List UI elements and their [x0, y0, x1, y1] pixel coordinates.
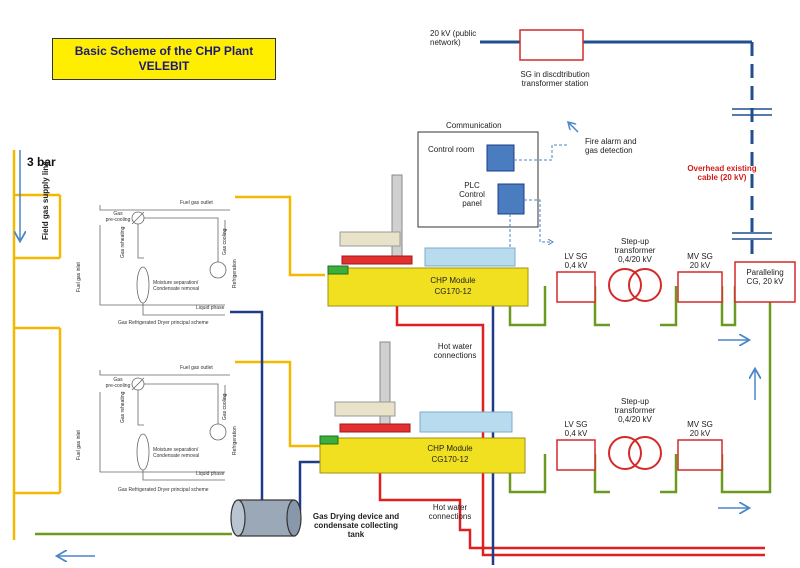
paralleling-box [734, 261, 796, 303]
public-network-label: 20 kV (public network) [430, 29, 477, 48]
chp-module-2-model: CG170-12 [431, 455, 469, 464]
title-line-1: Basic Scheme of the CHP Plant [74, 44, 254, 58]
chp-module-1-graphic [327, 174, 529, 307]
dryer-1-gas-cooling: Gas cooling [222, 228, 228, 255]
dryer-2-gas-cooling: Gas cooling [222, 393, 228, 420]
sg-distribution-label: SG in discdtribution transformer station [520, 70, 590, 89]
network-line [480, 40, 772, 265]
fire-alarm-label: Fire alarm and gas detection [585, 137, 637, 156]
communication-label: Communication [446, 121, 502, 130]
transformer-2-coil-b [628, 436, 662, 470]
transformer-1-coil-a [608, 268, 642, 302]
title-box: Basic Scheme of the CHP Plant VELEBIT [52, 38, 276, 80]
overhead-cable-label: Overhead existing cable (20 kV) [687, 164, 757, 183]
chp-module-2-graphic [319, 341, 526, 474]
transformer-1-coil-b [628, 268, 662, 302]
plc-label: PLC Control panel [459, 181, 485, 209]
transformer-2-label: Step-up transformer 0,4/20 kV [614, 397, 656, 425]
dryer-2-gas-reheating: Gas reheating [120, 391, 126, 423]
mv-sg-box-1 [677, 271, 723, 303]
paralleling-label: Paralleling CG, 20 kV [746, 268, 784, 287]
dryer-2-fuel-gas-inlet: Fuel gas inlet [76, 430, 82, 460]
dryer-2-refrigeration: Refrigeration [232, 426, 238, 455]
plc-panel [497, 183, 525, 215]
dryer-scheme-2-lines [99, 370, 230, 481]
mv-sg-box-2 [677, 439, 723, 471]
dryer-1-gas-precooling: Gas pre-cooling [105, 211, 131, 223]
transformer-1-label: Step-up transformer 0,4/20 kV [614, 237, 656, 265]
mv-sg-1-label: MV SG 20 kV [687, 252, 713, 271]
lv-sg-box-1 [556, 271, 596, 303]
mv-sg-2-label: MV SG 20 kV [687, 420, 713, 439]
title-line-2: VELEBIT [138, 59, 190, 73]
dryer-1-gas-reheating: Gas reheating [120, 226, 126, 258]
gas-drying-tank-label: Gas Drying device and condensate collect… [312, 512, 400, 540]
dryer-2-moisture: Moisture separation/ Condensate removal [153, 447, 200, 459]
flow-arrows [20, 122, 755, 556]
dryer-1-caption: Gas Refrigerated Dryer principal scheme [118, 320, 209, 326]
dryer-2-liquid-phase: Liquid phase [196, 471, 225, 477]
gas-supply-lines [12, 150, 325, 540]
transformer-2-coil-a [608, 436, 642, 470]
hot-water-label-2: Hot water connections [428, 503, 472, 522]
dryer-1-fuel-gas-inlet: Fuel gas inlet [76, 262, 82, 292]
dryer-2-gas-precooling: Gas pre-cooling [105, 377, 131, 389]
chp-module-1-name: CHP Module [430, 276, 476, 285]
sg-distribution-box [519, 29, 584, 61]
control-room-label: Control room [428, 145, 475, 154]
dryer-1-refrigeration: Refrigeration [232, 259, 238, 288]
dryer-2-caption: Gas Refrigerated Dryer principal scheme [118, 487, 209, 493]
communication-box [417, 131, 539, 228]
chp-module-2-name: CHP Module [427, 444, 473, 453]
dryer-scheme-1-lines [99, 205, 230, 316]
hot-water-label-1: Hot water connections [433, 342, 477, 361]
lv-sg-2-label: LV SG 0,4 kV [564, 420, 588, 439]
field-gas-supply-label: Field gas supply line [41, 161, 50, 240]
dryer-1-fuel-gas-outlet: Fuel gas outlet [180, 200, 213, 206]
dryer-2-fuel-gas-outlet: Fuel gas outlet [180, 365, 213, 371]
chp-module-1-model: CG170-12 [434, 287, 472, 296]
control-room-panel [486, 144, 515, 172]
condensate-tank [230, 499, 302, 537]
pressure-label: 3 bar [27, 155, 56, 169]
lv-sg-box-2 [556, 439, 596, 471]
dryer-1-liquid-phase: Liquid phase [196, 305, 225, 311]
dryer-1-moisture: Moisture separation/ Condensate removal [153, 280, 200, 292]
lv-sg-1-label: LV SG 0,4 kV [564, 252, 588, 271]
